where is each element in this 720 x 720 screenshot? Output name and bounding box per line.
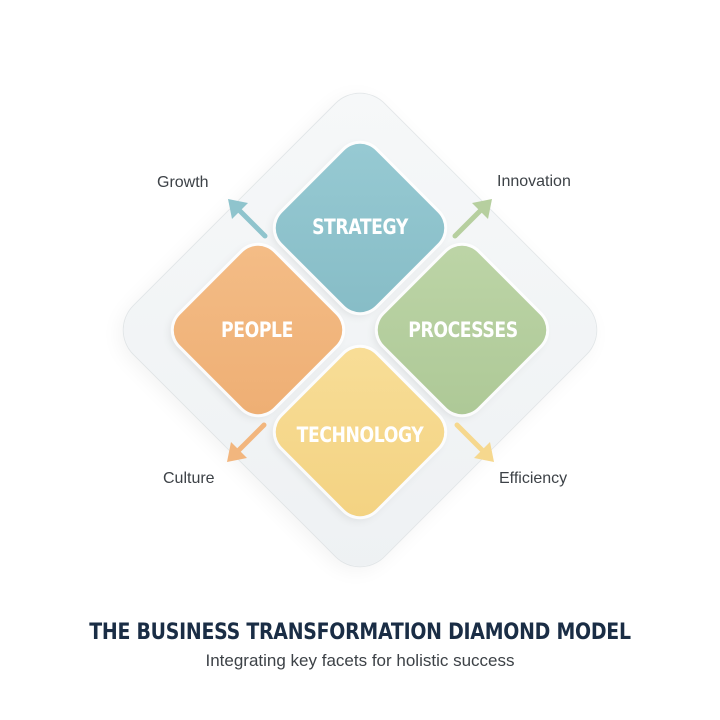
technology-label: TECHNOLOGY — [296, 423, 424, 447]
efficiency-label: Efficiency — [499, 470, 568, 487]
innovation-arrow-icon — [452, 199, 492, 239]
growth-label: Growth — [157, 174, 209, 191]
culture-label: Culture — [163, 470, 215, 487]
diagram-title: THE BUSINESS TRANSFORMATION DIAMOND MODE… — [89, 620, 631, 645]
people-label: PEOPLE — [221, 318, 293, 342]
growth-arrow-icon — [228, 199, 268, 239]
innovation-label: Innovation — [497, 173, 571, 190]
strategy-label: STRATEGY — [312, 215, 408, 239]
efficiency-arrow-icon — [454, 422, 494, 462]
diagram-subtitle: Integrating key facets for holistic succ… — [205, 651, 515, 670]
processes-label: PROCESSES — [408, 318, 518, 342]
culture-arrow-icon — [227, 422, 267, 462]
